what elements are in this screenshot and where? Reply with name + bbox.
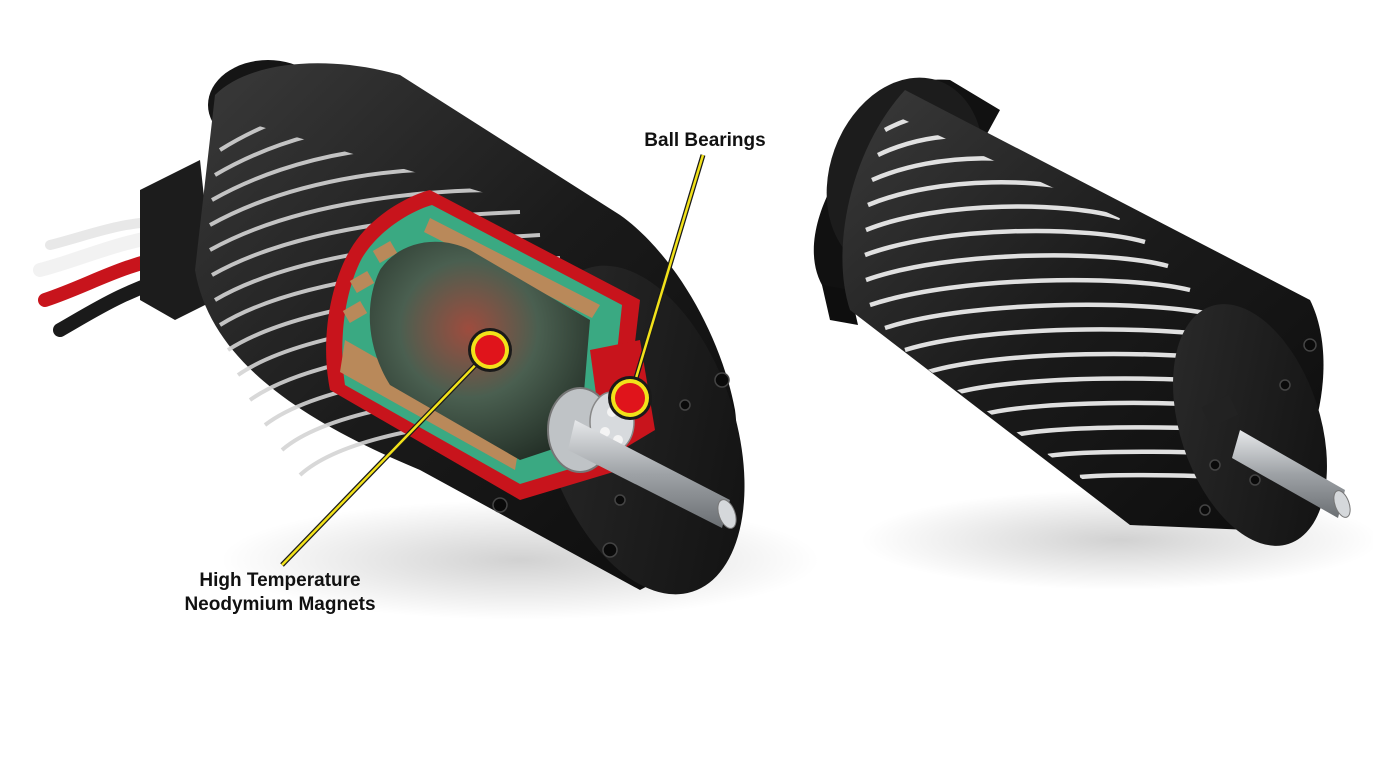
left-motor [33,60,745,595]
magnets-label: High Temperature Neodymium Magnets [160,569,400,617]
wire-block [140,160,215,320]
magnets-label-line1: High Temperature [199,570,361,591]
magnets-label-line2: Neodymium Magnets [184,594,376,615]
right-motor-shaft [1232,430,1345,518]
bearings-marker-icon [608,376,652,420]
magnets-marker-icon [468,328,512,372]
motor-shaft [568,420,730,528]
right-motor [813,77,1351,546]
ball-bearings-label: Ball Bearings [644,130,766,151]
